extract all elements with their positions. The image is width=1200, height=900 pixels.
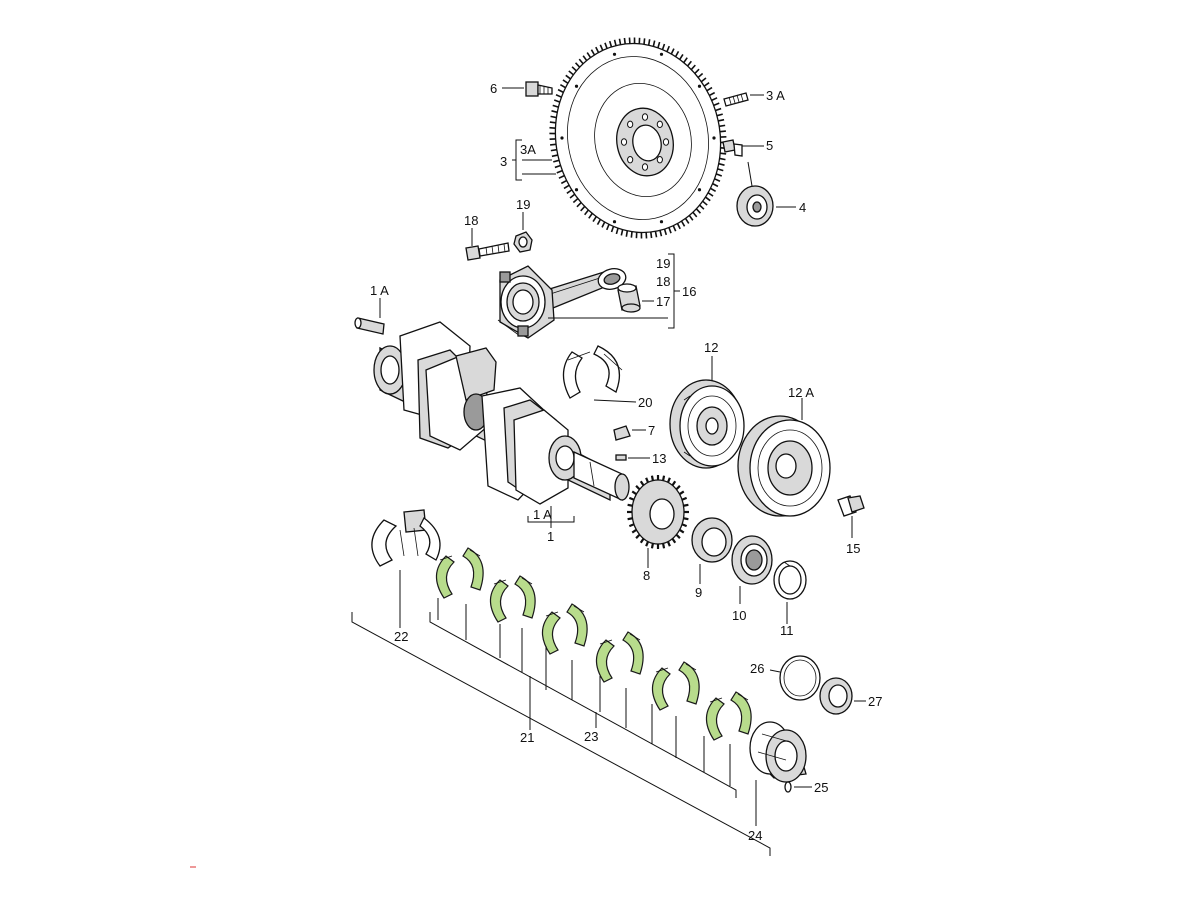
snap-ring[interactable] bbox=[773, 560, 807, 600]
label-19: 19 bbox=[516, 197, 530, 212]
label-15: 15 bbox=[846, 541, 860, 556]
label-16-19: 19 bbox=[656, 256, 670, 271]
label-12: 12 bbox=[704, 340, 718, 355]
o-ring[interactable] bbox=[784, 781, 792, 793]
pulley-bolt[interactable] bbox=[837, 495, 865, 517]
label-16-18: 18 bbox=[656, 274, 670, 289]
label-1A-bot: 1 A bbox=[533, 507, 552, 522]
crank-key[interactable] bbox=[615, 454, 627, 461]
flywheel-bolt[interactable] bbox=[525, 81, 553, 97]
label-10: 10 bbox=[732, 608, 746, 623]
label-4: 4 bbox=[799, 200, 806, 215]
pilot-bearing[interactable] bbox=[736, 185, 774, 227]
label-23: 23 bbox=[584, 729, 598, 744]
label-5: 5 bbox=[766, 138, 773, 153]
label-24: 24 bbox=[748, 828, 762, 843]
connecting-rod[interactable] bbox=[497, 265, 628, 339]
label-3: 3 bbox=[500, 154, 507, 169]
label-13: 13 bbox=[652, 451, 666, 466]
label-11: 11 bbox=[780, 623, 794, 638]
intermediate-bearing[interactable] bbox=[819, 677, 853, 715]
crankshaft[interactable] bbox=[373, 321, 630, 505]
label-9: 9 bbox=[695, 585, 702, 600]
label-16: 16 bbox=[682, 284, 696, 299]
label-6: 6 bbox=[490, 81, 497, 96]
crankshaft-dowel-pin[interactable] bbox=[354, 317, 385, 335]
label-26: 26 bbox=[750, 661, 764, 676]
label-17: 17 bbox=[656, 294, 670, 309]
woodruff-key[interactable] bbox=[613, 425, 631, 441]
label-1: 1 bbox=[547, 529, 554, 544]
label-3A-top: 3 A bbox=[766, 88, 785, 103]
label-25: 25 bbox=[814, 780, 828, 795]
crankshaft-pulley[interactable] bbox=[669, 379, 745, 469]
label-20: 20 bbox=[638, 395, 652, 410]
label-7: 7 bbox=[648, 423, 655, 438]
oil-seal[interactable] bbox=[731, 535, 773, 585]
label-1A-top: 1 A bbox=[370, 283, 389, 298]
label-3A-side: 3A bbox=[520, 142, 536, 157]
label-21: 21 bbox=[520, 730, 534, 745]
crankshaft-gear[interactable] bbox=[627, 475, 689, 549]
sealing-ring[interactable] bbox=[779, 655, 821, 701]
rod-nut[interactable] bbox=[513, 231, 533, 253]
rod-bolt[interactable] bbox=[465, 242, 510, 261]
label-8: 8 bbox=[643, 568, 650, 583]
main-bearing-shells[interactable] bbox=[371, 509, 441, 567]
rear-main-bearing[interactable] bbox=[749, 721, 807, 783]
thrust-bearing-shells[interactable] bbox=[562, 345, 623, 399]
label-18: 18 bbox=[464, 213, 478, 228]
label-12A: 12 A bbox=[788, 385, 814, 400]
highlighted-bearing-shells[interactable] bbox=[435, 547, 752, 786]
label-27: 27 bbox=[868, 694, 882, 709]
label-22: 22 bbox=[394, 629, 408, 644]
spacer-ring[interactable] bbox=[691, 517, 733, 563]
rod-bushing[interactable] bbox=[617, 283, 641, 313]
flywheel[interactable] bbox=[538, 28, 738, 248]
pressure-plate-bolt[interactable] bbox=[722, 139, 743, 157]
flywheel-stud[interactable] bbox=[723, 92, 749, 107]
crankshaft-pulley-alt[interactable] bbox=[737, 415, 831, 517]
